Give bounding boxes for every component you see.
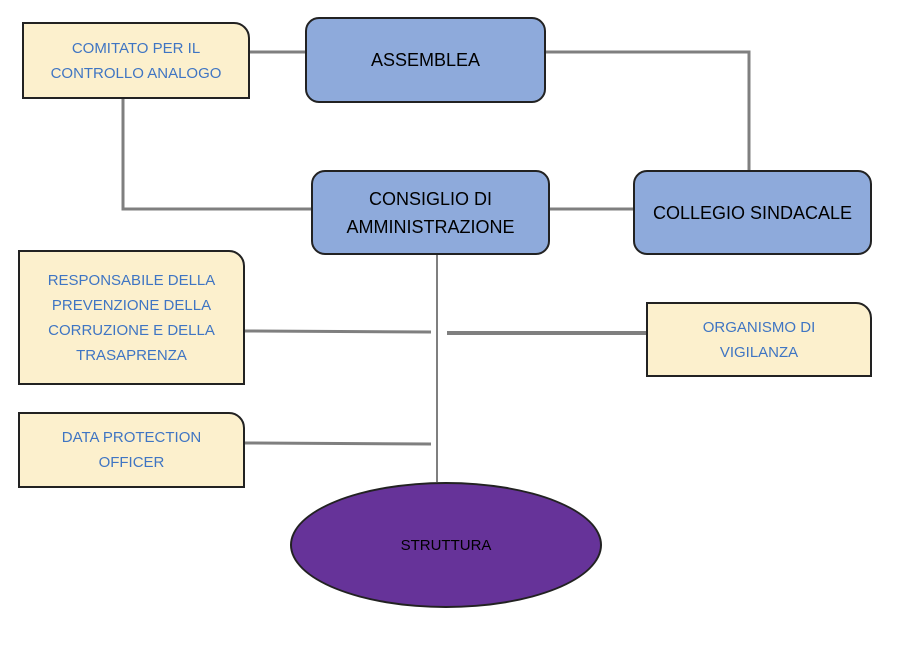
node-comitato: COMITATO PER IL CONTROLLO ANALOGO [22, 22, 250, 99]
connector-dpo [243, 441, 432, 446]
node-collegio: COLLEGIO SINDACALE [633, 170, 872, 255]
node-responsabile: RESPONSABILE DELLA PREVENZIONE DELLA COR… [18, 250, 245, 385]
node-consiglio: CONSIGLIO DI AMMINISTRAZIONE [311, 170, 550, 255]
node-dpo: DATA PROTECTION OFFICER [18, 412, 245, 488]
connector-assemblea-collegio [545, 50, 751, 170]
node-assemblea: ASSEMBLEA [305, 17, 546, 103]
node-struttura: STRUTTURA [290, 482, 602, 608]
node-organismo: ORGANISMO DI VIGILANZA [646, 302, 872, 377]
connector-comitato-consiglio [121, 98, 311, 211]
connector-responsabile [243, 329, 432, 334]
